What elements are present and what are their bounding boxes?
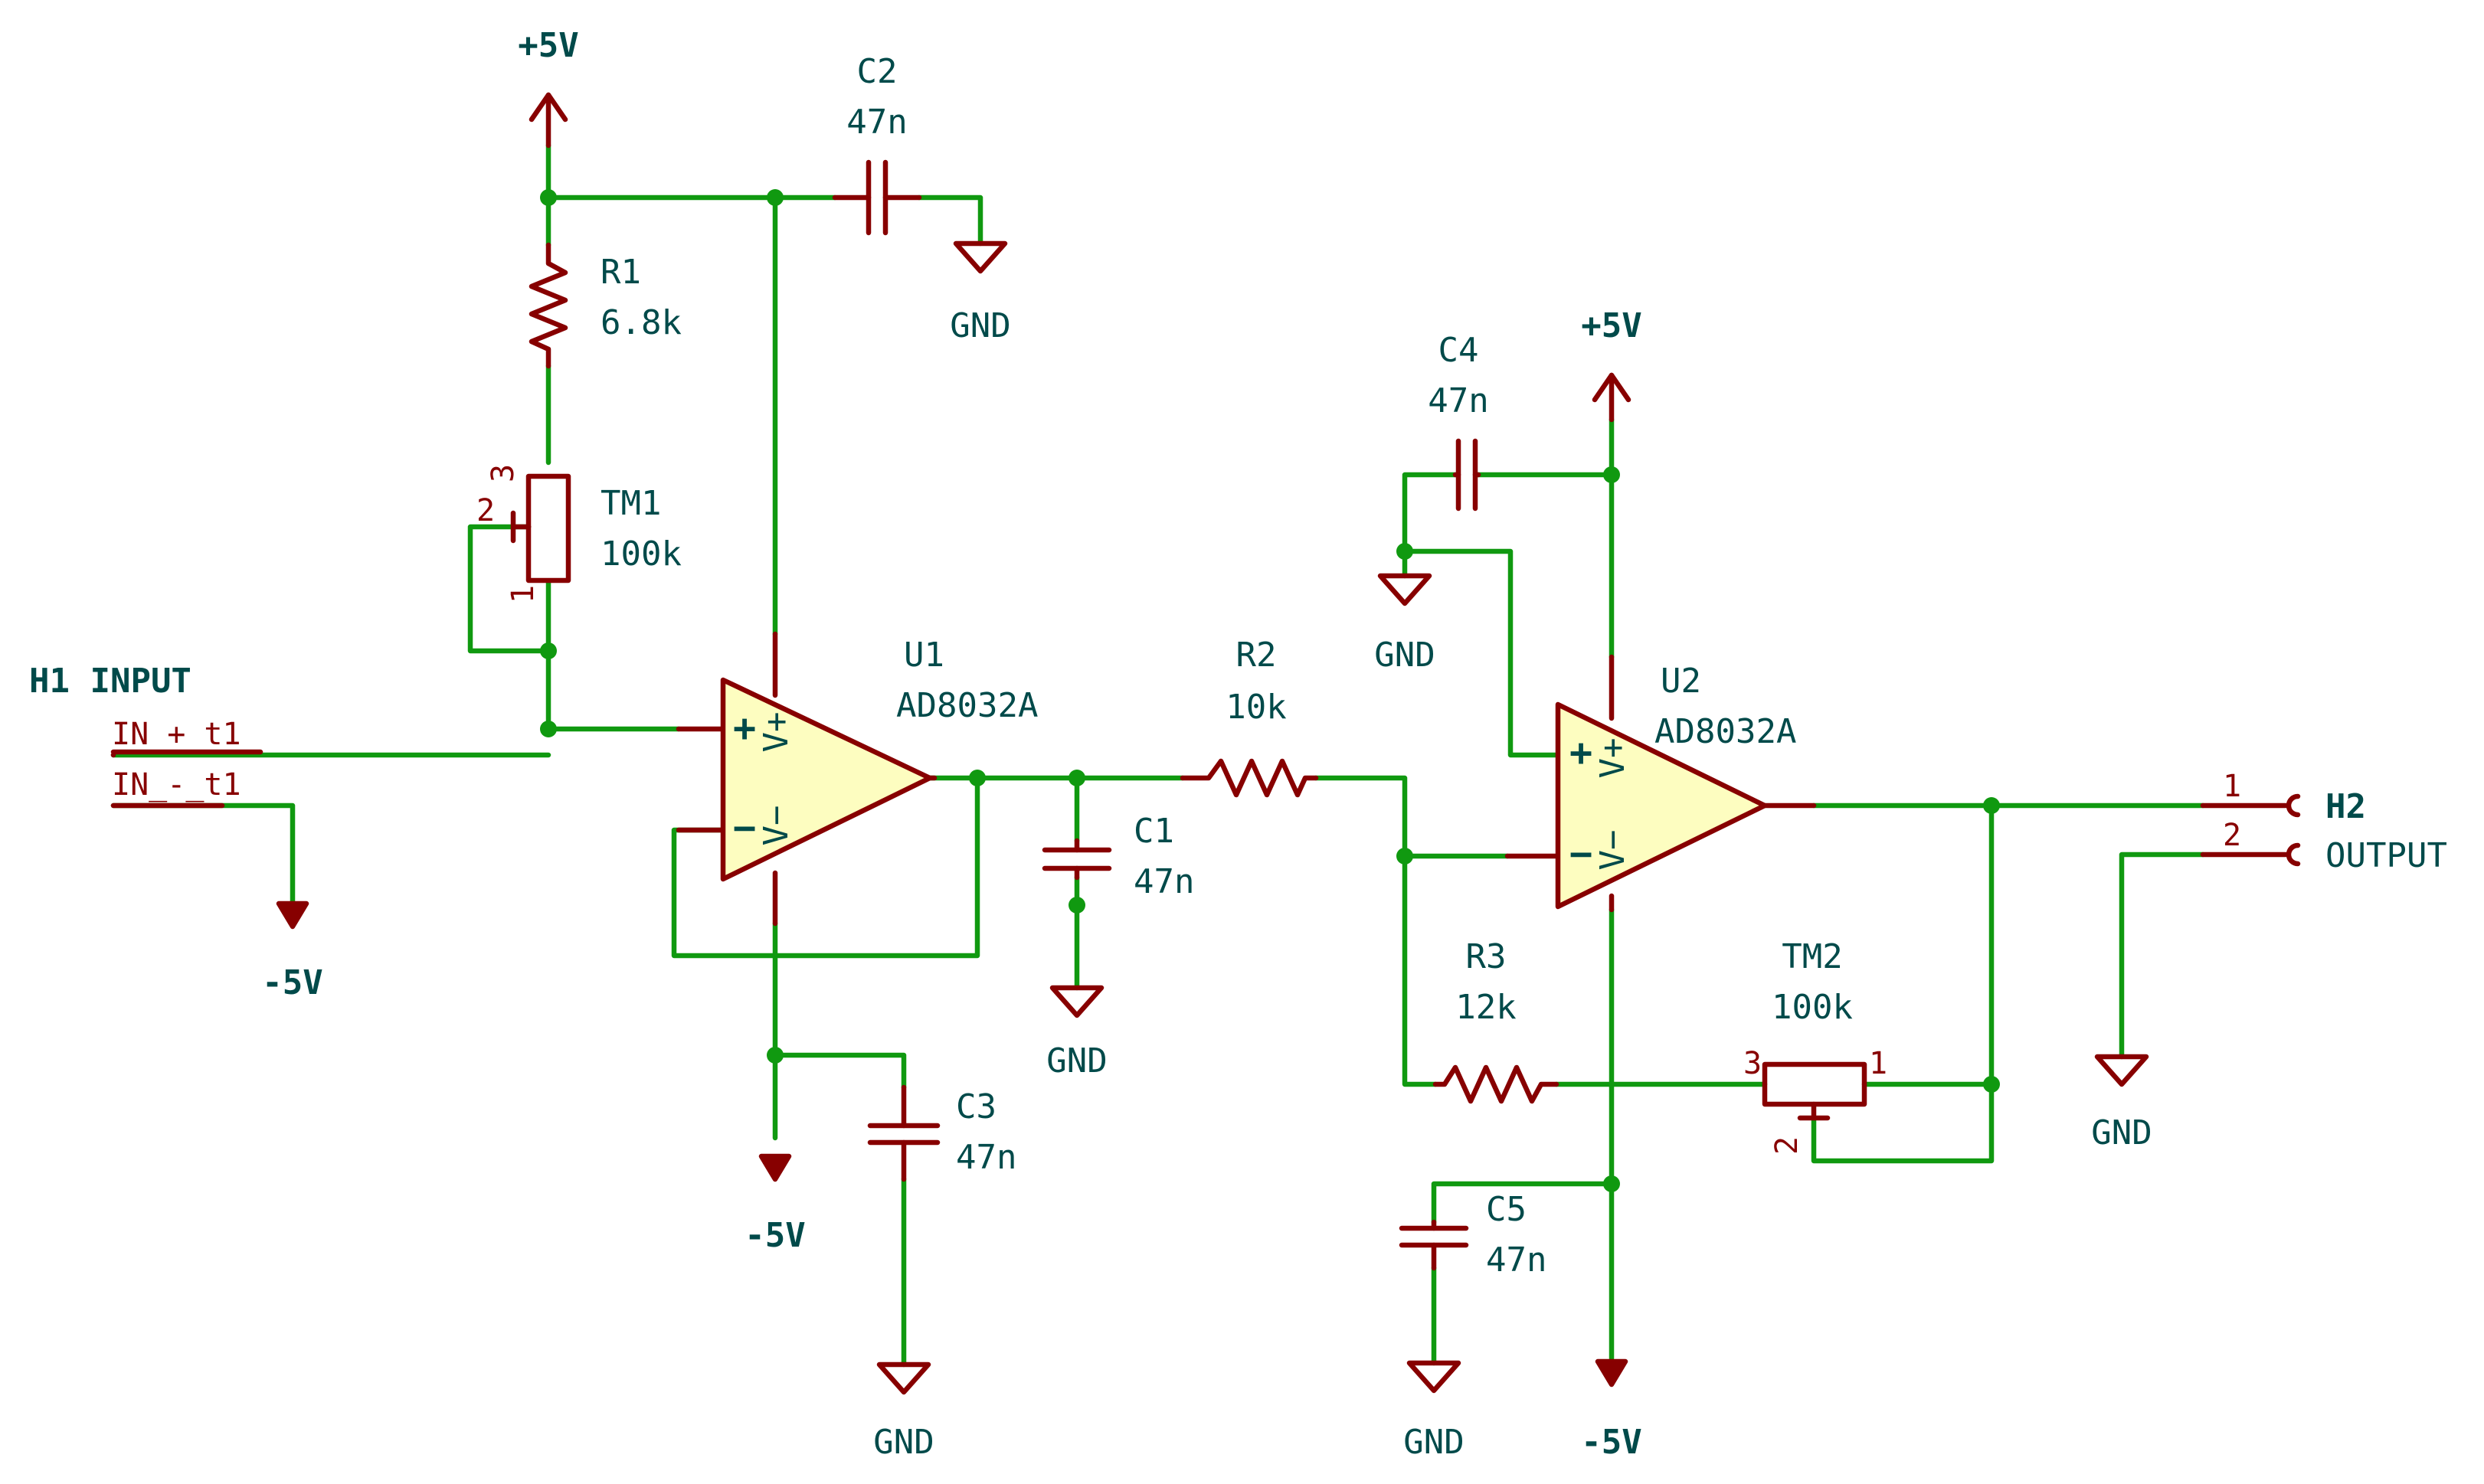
ground-c4-label: GND xyxy=(1374,636,1435,675)
opamp-u1: + − V+ V− U1 AD8032A xyxy=(676,631,1038,927)
capacitor-c3: C3 47n xyxy=(867,1084,1016,1182)
h2-ref: H2 xyxy=(2325,787,2366,826)
c2-ref: C2 xyxy=(857,52,898,91)
junctions xyxy=(540,189,2000,1192)
resistor-r1: R1 6.8k xyxy=(529,242,682,369)
ground-c5: GND xyxy=(1403,1360,1465,1462)
u2-vminus-label: V− xyxy=(1593,830,1632,871)
c2-value: 47n xyxy=(846,103,907,142)
supply-neg-left-label: -5V xyxy=(262,963,322,1002)
supply-neg-mid-label: -5V xyxy=(745,1216,805,1255)
h2-pin-2: 2 xyxy=(2223,818,2241,853)
c3-value: 47n xyxy=(956,1138,1016,1177)
c4-value: 47n xyxy=(1428,381,1488,420)
r1-ref: R1 xyxy=(601,253,641,292)
capacitor-c4: C4 47n xyxy=(1428,331,1489,512)
c5-value: 47n xyxy=(1486,1240,1546,1280)
connector-h1: H1 INPUT IN_+_t1 IN_-_t1 xyxy=(29,662,263,809)
c1-value: 47n xyxy=(1134,862,1194,901)
ground-c3: GND xyxy=(873,1361,934,1462)
c4-ref: C4 xyxy=(1438,331,1479,370)
tm1-pin-2: 2 xyxy=(476,493,495,528)
u2-ref: U2 xyxy=(1661,662,1701,701)
ground-c2-label: GND xyxy=(950,306,1010,345)
u1-ref: U1 xyxy=(904,636,944,675)
capacitor-c2: C2 47n xyxy=(832,52,922,236)
resistor-r3: R3 12k xyxy=(1432,937,1559,1104)
capacitor-c5: C5 47n xyxy=(1399,1190,1546,1280)
supply-neg-right-label: -5V xyxy=(1581,1423,1641,1462)
u1-value: AD8032A xyxy=(896,686,1038,725)
u2-vplus-label: V+ xyxy=(1593,738,1632,779)
u1-minus-sign: − xyxy=(733,806,756,850)
resistor-r2: R2 10k xyxy=(1180,636,1319,798)
tm2-pin-2: 2 xyxy=(1769,1136,1805,1155)
tm2-ref: TM2 xyxy=(1782,937,1842,976)
h2-pin-1: 1 xyxy=(2223,769,2241,804)
u2-value: AD8032A xyxy=(1654,712,1796,751)
h1-pin-plus: IN_+_t1 xyxy=(112,717,241,752)
c3-ref: C3 xyxy=(956,1087,997,1126)
supply-pos-top: +5V xyxy=(518,26,579,149)
r3-ref: R3 xyxy=(1466,937,1507,976)
c5-ref: C5 xyxy=(1486,1190,1527,1229)
u2-minus-sign: − xyxy=(1569,832,1592,876)
tm1-pin-3: 3 xyxy=(486,464,521,482)
trimmer-tm1: 3 2 1 TM1 100k xyxy=(476,464,682,603)
ground-c4: GND xyxy=(1374,573,1435,675)
capacitor-c1: C1 47n xyxy=(1042,812,1194,901)
r3-value: 12k xyxy=(1455,988,1516,1027)
trimmer-tm2: 3 1 2 TM2 100k xyxy=(1743,937,1887,1155)
supply-neg-mid: -5V xyxy=(745,1153,806,1255)
h1-label: H1 INPUT xyxy=(29,662,191,701)
tm2-pin-3: 3 xyxy=(1743,1046,1762,1081)
tm2-value: 100k xyxy=(1772,988,1853,1027)
wires xyxy=(110,142,2206,1368)
h1-pin-minus: IN_-_t1 xyxy=(112,767,241,802)
supply-pos-right-label: +5V xyxy=(1581,306,1641,345)
supply-pos-top-label: +5V xyxy=(518,26,578,65)
opamp-u2: + − V+ V− U2 AD8032A xyxy=(1504,654,1817,913)
connector-h2: 1 2 H2 OUTPUT xyxy=(2200,769,2447,875)
tm1-pin-1: 1 xyxy=(506,585,541,603)
ground-h2-label: GND xyxy=(2091,1113,2152,1152)
supply-pos-right: +5V xyxy=(1581,306,1642,423)
ground-c1: GND xyxy=(1046,985,1108,1080)
tm2-pin-1: 1 xyxy=(1869,1046,1887,1081)
r2-value: 10k xyxy=(1226,688,1286,727)
r1-value: 6.8k xyxy=(601,303,682,342)
r2-ref: R2 xyxy=(1236,636,1277,675)
h2-name: OUTPUT xyxy=(2325,836,2447,875)
tm1-value: 100k xyxy=(601,534,682,574)
u1-vplus-label: V+ xyxy=(757,712,796,753)
u1-vminus-label: V− xyxy=(757,806,796,846)
ground-c5-label: GND xyxy=(1403,1423,1464,1462)
supply-neg-left: -5V xyxy=(262,901,323,1002)
tm1-ref: TM1 xyxy=(601,484,661,523)
u2-plus-sign: + xyxy=(1569,731,1592,775)
c1-ref: C1 xyxy=(1134,812,1174,851)
supply-neg-right: -5V xyxy=(1581,1358,1642,1462)
u1-plus-sign: + xyxy=(733,706,756,750)
ground-h2: GND xyxy=(2091,1054,2152,1152)
ground-c2: GND xyxy=(950,240,1011,345)
ground-c1-label: GND xyxy=(1046,1041,1107,1080)
ground-c3-label: GND xyxy=(873,1423,934,1462)
